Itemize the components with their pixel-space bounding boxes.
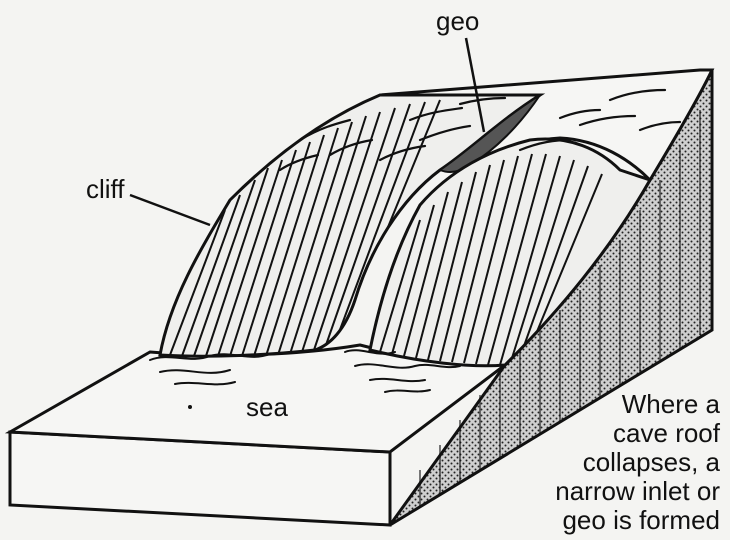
caption-line: collapses, a — [460, 448, 720, 477]
caption: Where a cave roof collapses, a narrow in… — [460, 390, 720, 535]
caption-line: narrow inlet or — [460, 477, 720, 506]
cliff-label: cliff — [86, 176, 125, 202]
geo-label: geo — [436, 8, 479, 34]
cliff-leader-line — [130, 195, 210, 225]
caption-line: Where a — [460, 390, 720, 419]
caption-line: geo is formed — [460, 506, 720, 535]
sea-dot — [188, 405, 192, 409]
sea-label: sea — [246, 394, 288, 420]
caption-line: cave roof — [460, 419, 720, 448]
